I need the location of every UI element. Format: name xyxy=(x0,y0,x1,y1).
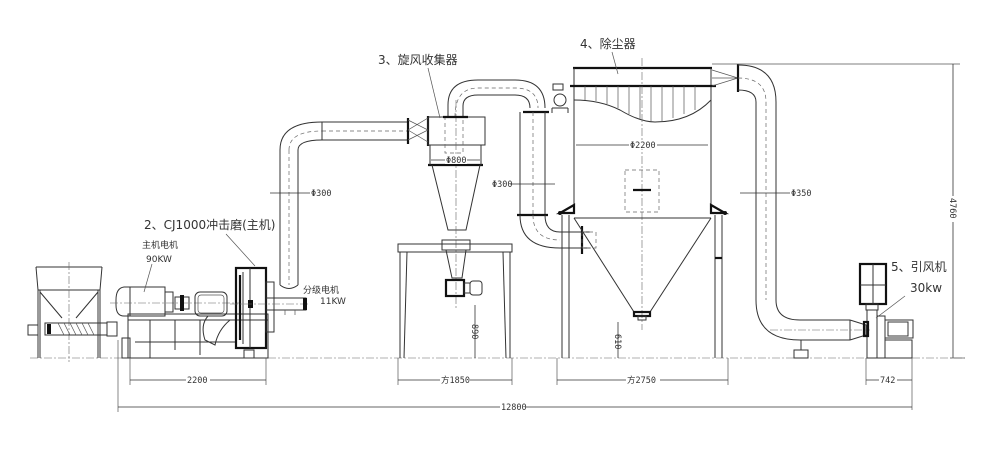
mill-foot xyxy=(243,349,255,359)
dim-pipe1: Φ300 xyxy=(270,189,331,199)
feed-hopper xyxy=(35,262,103,362)
dim-cyclone-diam: Φ800 xyxy=(431,155,480,166)
dim-total-height: 4760 xyxy=(712,63,965,359)
mill-leader xyxy=(225,233,256,267)
mill-label: 2、CJ1000冲击磨(主机) xyxy=(144,217,275,232)
svg-text:方2750: 方2750 xyxy=(627,375,656,386)
pipe-mill-to-cyclone xyxy=(279,116,430,289)
dust-collector-leader xyxy=(611,51,619,75)
svg-text:Φ300: Φ300 xyxy=(311,189,331,199)
cyclone-leader xyxy=(427,67,441,119)
dim-collector-outlet-height: 610 xyxy=(612,322,622,358)
fan-power: 30kw xyxy=(910,281,942,295)
classifier-shaft xyxy=(265,297,307,315)
svg-text:方1850: 方1850 xyxy=(441,375,470,386)
main-motor-power: 90KW xyxy=(146,255,172,265)
main-motor-label: 主机电机 xyxy=(142,239,178,251)
svg-text:4760: 4760 xyxy=(947,198,957,218)
classifier-motor-power: 11KW xyxy=(320,297,346,307)
svg-text:610: 610 xyxy=(612,334,622,349)
dim-collector-diam: Φ2200 xyxy=(576,140,708,151)
main-motor xyxy=(110,286,240,317)
mill-base xyxy=(121,313,269,359)
dim-total-length: 12800 xyxy=(117,340,912,413)
svg-text:890: 890 xyxy=(469,324,479,339)
dim-pipe3: Φ350 xyxy=(740,189,811,199)
pulse-valve xyxy=(551,83,569,113)
fan-label: 5、引风机 xyxy=(891,260,947,274)
svg-text:2200: 2200 xyxy=(187,376,207,386)
dim-fan-width: 742 xyxy=(865,358,913,410)
dim-mill-base: 2200 xyxy=(129,358,267,386)
classifier-motor-label: 分级电机 xyxy=(303,284,339,296)
svg-text:Φ800: Φ800 xyxy=(446,156,466,166)
cyclone-stand xyxy=(397,243,513,359)
dust-collector-legs xyxy=(561,215,723,358)
pipe-collector-to-fan xyxy=(711,64,870,359)
dust-collector-label: 4、除尘器 xyxy=(580,36,636,51)
svg-text:12800: 12800 xyxy=(501,403,527,413)
screw-feeder xyxy=(27,321,118,337)
cyclone-outlet-pipe xyxy=(443,79,597,254)
cyclone-collector xyxy=(427,100,486,310)
impact-mill xyxy=(230,266,310,350)
dim-cyclone-frame: 方1850 xyxy=(397,358,513,386)
svg-text:Φ2200: Φ2200 xyxy=(630,141,656,151)
coupling-housing xyxy=(194,291,231,346)
dim-collector-frame: 方2750 xyxy=(556,358,729,386)
dust-collector xyxy=(555,58,730,330)
svg-text:Φ300: Φ300 xyxy=(492,180,512,190)
svg-text:Φ350: Φ350 xyxy=(791,189,811,199)
cyclone-label: 3、旋风收集器 xyxy=(378,52,458,67)
dim-pipe2: Φ300 xyxy=(492,180,555,190)
main-motor-leader xyxy=(143,263,153,293)
dim-cyclone-outlet-height: 890 xyxy=(469,305,479,358)
fan-leader xyxy=(875,295,906,319)
svg-text:742: 742 xyxy=(880,376,895,386)
induced-draft-fan xyxy=(858,262,914,359)
